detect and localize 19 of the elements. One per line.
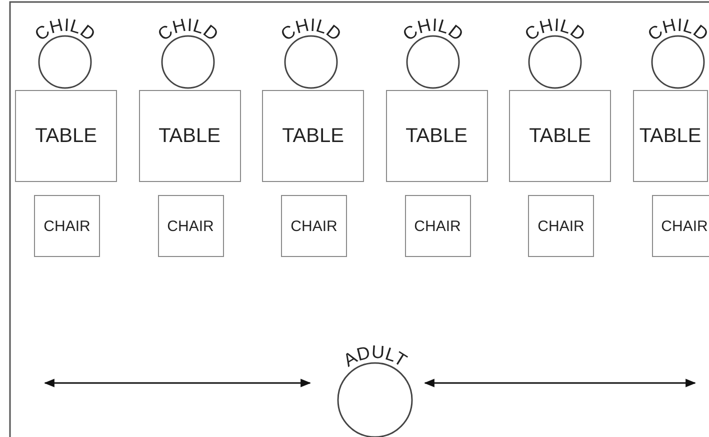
chair: CHAIR bbox=[652, 195, 709, 257]
chair: CHAIR bbox=[528, 195, 594, 257]
adult-label: ADULT bbox=[340, 342, 410, 371]
table: TABLE bbox=[632, 90, 708, 182]
chair: CHAIR bbox=[158, 195, 224, 257]
table: TABLE bbox=[138, 90, 240, 182]
table: TABLE bbox=[262, 90, 364, 182]
chair: CHAIR bbox=[281, 195, 347, 257]
child-label: CHILD bbox=[30, 14, 100, 45]
child-label: CHILD bbox=[154, 14, 222, 45]
table: TABLE bbox=[509, 90, 611, 182]
child-label: CHILD bbox=[398, 14, 468, 45]
chair: CHAIR bbox=[404, 195, 470, 257]
table: TABLE bbox=[386, 90, 488, 182]
table: TABLE bbox=[15, 90, 117, 182]
chair: CHAIR bbox=[34, 195, 100, 257]
child-label: CHILD bbox=[276, 14, 346, 45]
child-label: CHILD bbox=[520, 14, 590, 45]
child-label: CHILD bbox=[644, 14, 709, 45]
